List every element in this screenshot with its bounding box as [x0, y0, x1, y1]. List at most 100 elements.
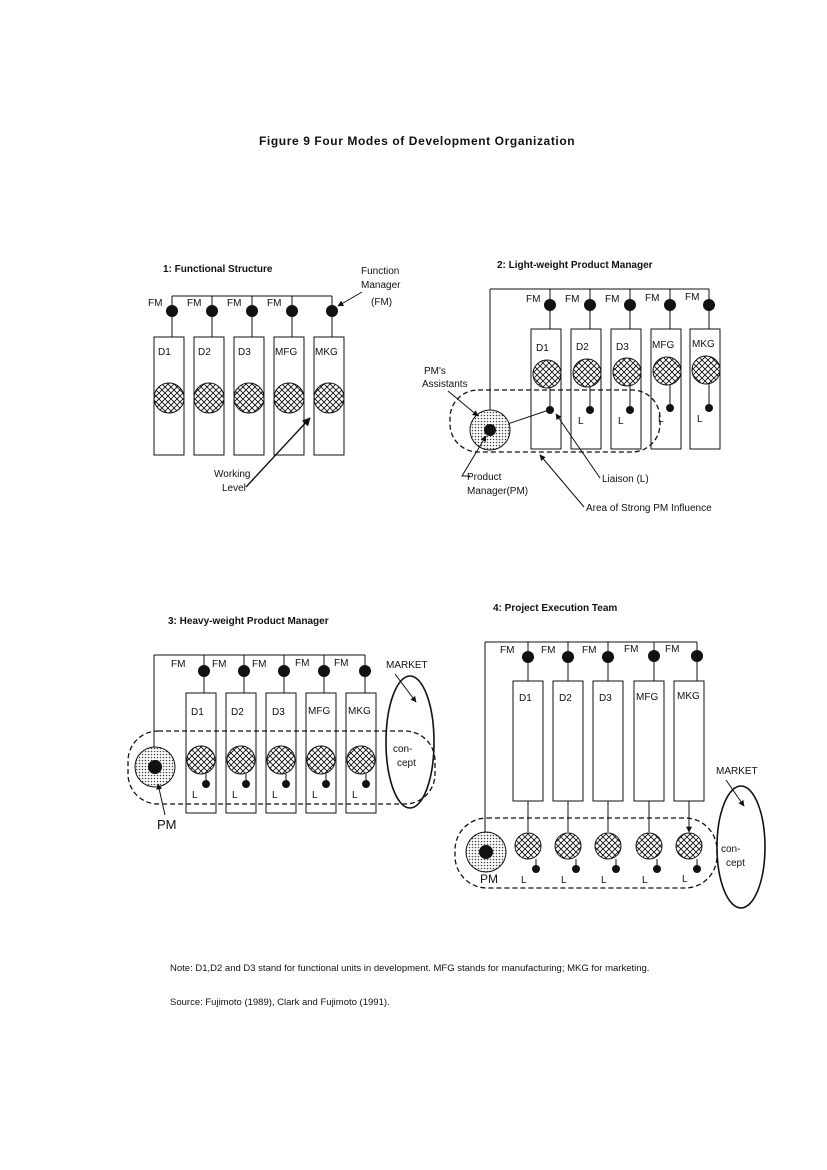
market-ellipse	[385, 675, 435, 809]
fm-node	[206, 305, 218, 317]
pm-influence-area	[449, 389, 661, 453]
unit-column	[673, 680, 705, 802]
fm-callout-line1: Function	[361, 266, 399, 277]
fm-node	[326, 305, 338, 317]
fm-callout-line2: Manager	[361, 280, 401, 291]
liaison-mark: L	[192, 790, 198, 801]
unit-label: MKG	[315, 347, 338, 358]
fm-label: FM	[605, 294, 619, 305]
fm-bus	[489, 288, 710, 430]
fm-label: FM	[295, 658, 309, 669]
liaison-node	[586, 406, 594, 414]
market-label: MARKET	[716, 766, 758, 777]
fm-node	[544, 299, 556, 311]
concept-line1: con-	[721, 844, 740, 855]
working-level-label-1: Working	[214, 469, 251, 480]
liaison-node	[282, 780, 290, 788]
working-level-node	[652, 356, 682, 386]
unit-label: D1	[158, 347, 171, 358]
working-level-node	[532, 359, 562, 389]
liaison-mark: L	[658, 414, 664, 425]
fm-label: FM	[582, 645, 596, 656]
fm-node	[166, 305, 178, 317]
fm-node	[584, 299, 596, 311]
unit-label: D1	[536, 343, 549, 354]
fm-node	[602, 651, 614, 663]
liaison-callout: Liaison (L)	[602, 474, 649, 485]
fm-node	[238, 665, 250, 677]
fm-node	[648, 650, 660, 662]
concept-line2: cept	[397, 758, 416, 769]
pm-assistants-line2: Assistants	[422, 379, 468, 390]
fm-bus	[484, 641, 698, 850]
unit-column	[633, 680, 665, 802]
unit-column	[689, 328, 721, 450]
unit-label: D3	[272, 707, 285, 718]
unit-label: D3	[616, 342, 629, 353]
fm-node	[198, 665, 210, 677]
fm-node	[691, 650, 703, 662]
unit-label: D2	[576, 342, 589, 353]
product-manager-line1: Product	[467, 472, 502, 483]
liaison-mark: L	[601, 875, 607, 886]
liaison-node	[546, 406, 554, 414]
working-level-node	[514, 832, 542, 860]
working-level-node	[306, 745, 336, 775]
fm-connectors	[549, 311, 710, 329]
working-level-node	[346, 745, 376, 775]
product-manager-node	[148, 760, 162, 774]
liaison-mark: L	[352, 790, 358, 801]
unit-column	[530, 328, 562, 450]
liaison-mark: L	[272, 790, 278, 801]
working-level-node	[635, 832, 663, 860]
pm-assistants-arrow	[447, 390, 479, 417]
liaison-node	[362, 780, 370, 788]
fm-callout-line3: (FM)	[371, 297, 392, 308]
panel-1-heading: 1: Functional Structure	[163, 264, 273, 275]
fm-node	[624, 299, 636, 311]
unit-label: MKG	[348, 706, 371, 717]
figure-note: Note: D1,D2 and D3 stand for functional …	[170, 963, 650, 974]
concept-line2: cept	[726, 858, 745, 869]
unit-column	[592, 680, 624, 802]
panel-1-functional-structure: 1: Functional Structure FM FM FM FM D1 D…	[148, 264, 401, 494]
unit-column	[610, 328, 642, 450]
fm-callout-arrow	[337, 291, 363, 307]
pm-label: PM	[157, 817, 177, 832]
panel-3-heavy-weight-pm: 3: Heavy-weight Product Manager FM FM FM…	[127, 616, 436, 832]
fm-label: FM	[500, 645, 514, 656]
liaison-mark: L	[521, 875, 527, 886]
market-label: MARKET	[386, 660, 428, 671]
pm-label: PM	[480, 872, 498, 886]
fm-label: FM	[334, 658, 348, 669]
panel-2-heading: 2: Light-weight Product Manager	[497, 260, 653, 271]
working-level-node	[572, 358, 602, 388]
unit-label: MKG	[692, 339, 715, 350]
working-level-node	[266, 745, 296, 775]
liaison-node	[572, 865, 580, 873]
fm-node	[522, 651, 534, 663]
unit-label: MFG	[275, 347, 297, 358]
pm-arrow	[156, 783, 166, 816]
figure-source: Source: Fujimoto (1989), Clark and Fujim…	[170, 997, 390, 1008]
unit-column	[570, 328, 602, 450]
working-level-node	[186, 745, 216, 775]
fm-label: FM	[565, 294, 579, 305]
working-level-node	[313, 382, 345, 414]
product-manager-line2: Manager(PM)	[467, 486, 528, 497]
fm-node	[318, 665, 330, 677]
working-level-arrow	[245, 417, 311, 488]
product-manager-node	[484, 424, 496, 436]
fm-node	[664, 299, 676, 311]
working-level-node	[675, 832, 703, 860]
unit-label: MKG	[677, 691, 700, 702]
fm-label: FM	[624, 644, 638, 655]
pm-influence-area	[127, 730, 436, 805]
unit-label: D1	[191, 707, 204, 718]
fm-connectors	[171, 317, 333, 337]
liaison-node	[242, 780, 250, 788]
fm-label: FM	[526, 294, 540, 305]
unit-label: MFG	[308, 706, 330, 717]
working-level-node	[273, 382, 305, 414]
